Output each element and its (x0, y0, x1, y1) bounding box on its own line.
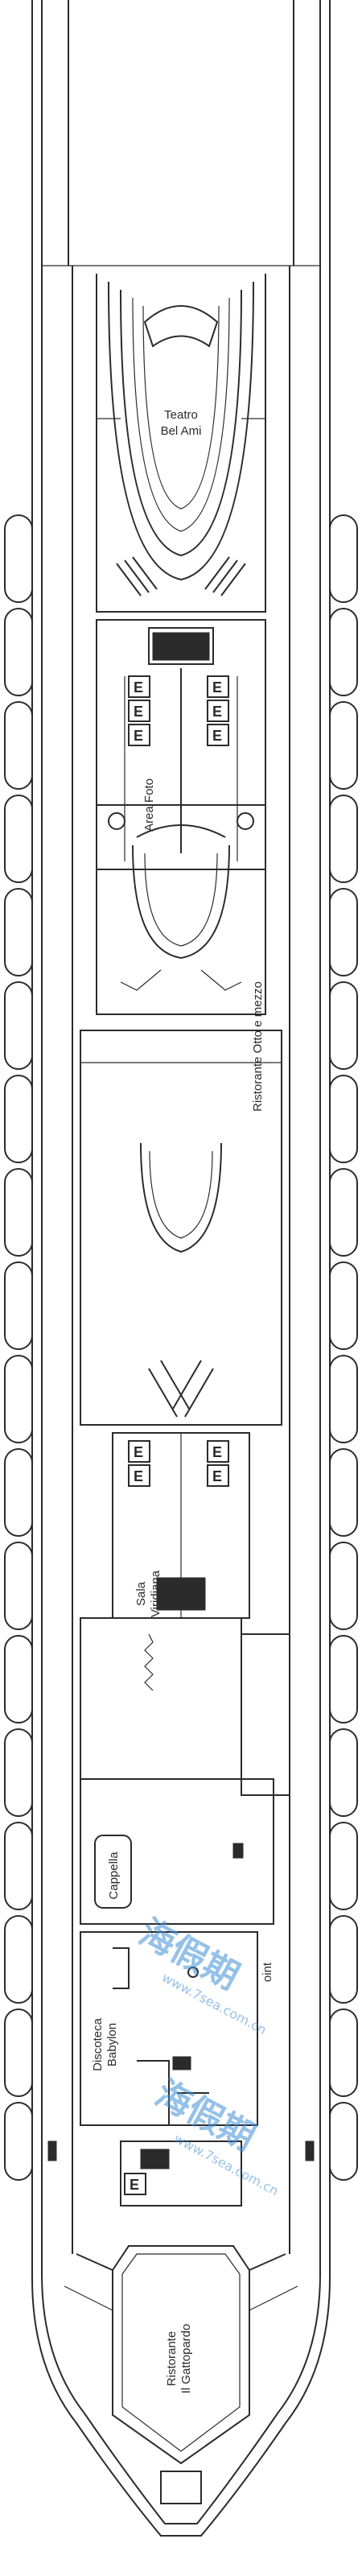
label-gattopardo-line1: Ristorante (165, 2331, 179, 2386)
elevator-label: E (212, 1444, 222, 1460)
elevator-label: E (134, 704, 143, 720)
lifeboats-port (4, 514, 33, 2181)
sala-viridiana-area (80, 1617, 290, 1859)
elevators-aft: E (124, 2173, 146, 2195)
elevators-mid: E E E E (128, 1440, 229, 1487)
cappella-area (80, 1778, 274, 1925)
hull-outline (31, 0, 331, 2537)
lifeboats-starboard (329, 514, 358, 2181)
elevator-label: E (134, 1468, 143, 1484)
atrium-area (96, 804, 266, 1015)
label-teatro-line1: Teatro (164, 408, 198, 422)
label-sala-line1: Sala (134, 1581, 148, 1606)
discoteca-area (80, 1931, 258, 2126)
elevator-lobby-forward (96, 619, 266, 870)
elevator-label: E (212, 1468, 222, 1484)
restaurant-gattopardo-area (64, 2245, 298, 2504)
elevator-label: E (130, 2177, 139, 2193)
elevator-label: E (212, 679, 222, 696)
label-teatro-line2: Bel Ami (161, 424, 202, 438)
label-sala-line2: Viridiana (149, 1570, 162, 1617)
elevator-label: E (134, 728, 143, 744)
elevator-label: E (134, 679, 143, 696)
label-ristorante-otto: Ristorante Otto e mezzo (251, 981, 265, 1112)
room-labels: Teatro Bel Ami Area Foto Ristorante Otto… (91, 408, 274, 2393)
label-discoteca-line1: Discoteca (91, 2017, 105, 2071)
theatre-area (96, 274, 266, 613)
label-area-foto: Area Foto (142, 778, 156, 832)
restaurant-otto-area (80, 1030, 282, 1426)
elevator-label: E (134, 1444, 143, 1460)
elevator-lobby-aft (47, 2140, 315, 2207)
elevator-label: E (212, 704, 222, 720)
label-point-fragment: oint (261, 1962, 274, 1982)
label-cappella: Cappella (107, 1852, 121, 1900)
label-gattopardo-line2: Il Gattopardo (179, 2324, 193, 2394)
elevator-lobby-mid (112, 1432, 250, 1619)
label-discoteca-line2: Babylon (105, 2023, 119, 2066)
elevators-forward: E E E E E E (128, 675, 229, 746)
elevator-label: E (212, 728, 222, 744)
